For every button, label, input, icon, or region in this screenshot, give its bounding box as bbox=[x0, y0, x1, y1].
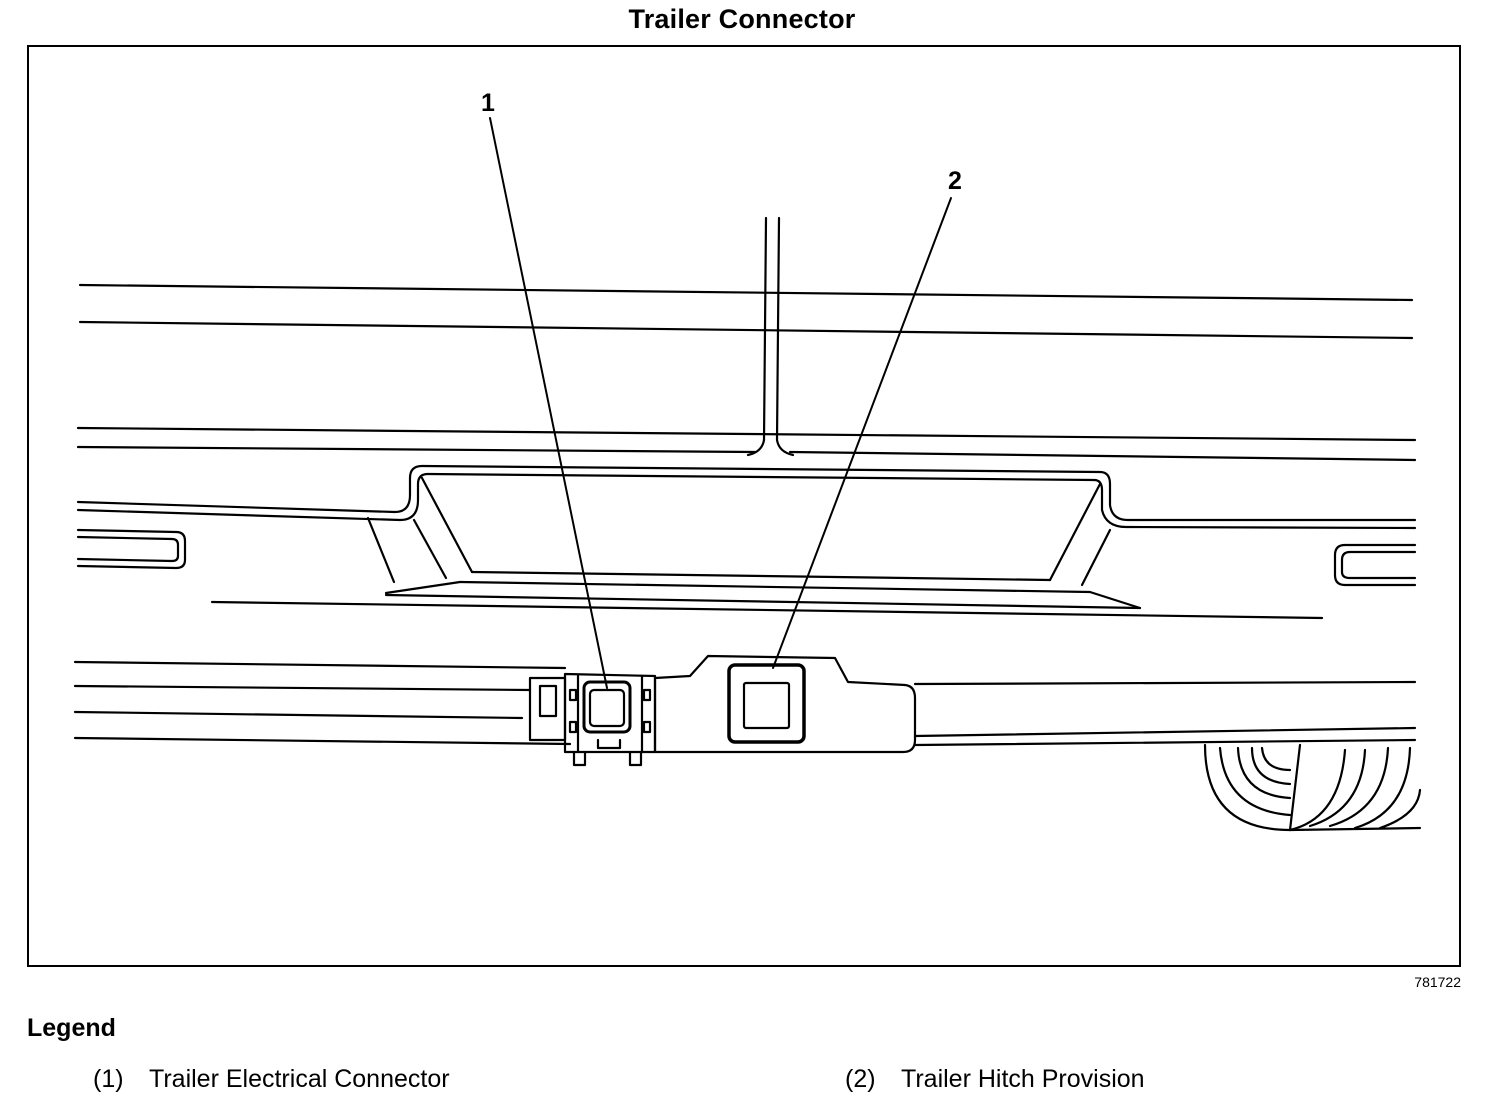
body-panel-lines bbox=[76, 283, 1417, 462]
figure-id: 781722 bbox=[1414, 974, 1461, 990]
connector-bracket bbox=[528, 672, 657, 767]
center-post bbox=[746, 216, 795, 457]
hitch-body bbox=[653, 654, 917, 754]
legend-label: Trailer Electrical Connector bbox=[149, 1065, 450, 1093]
callout-leaders bbox=[489, 117, 952, 689]
legend-label: Trailer Hitch Provision bbox=[901, 1065, 1145, 1093]
legend-title: Legend bbox=[27, 1014, 116, 1042]
legend-number: (2) bbox=[845, 1065, 876, 1093]
legend-number: (1) bbox=[93, 1065, 124, 1093]
rear-tire bbox=[1203, 743, 1422, 832]
trailer-electrical-connector bbox=[582, 680, 632, 734]
right-reflector bbox=[1333, 543, 1417, 587]
legend-item-1: (1) Trailer Electrical Connector bbox=[93, 1065, 450, 1094]
left-reflector bbox=[76, 528, 187, 570]
leader-line-2 bbox=[772, 197, 952, 669]
bumper-recess bbox=[76, 464, 1417, 620]
frame-rails bbox=[73, 660, 1417, 747]
figure-frame bbox=[27, 45, 1461, 967]
callout-2: 2 bbox=[948, 167, 962, 195]
hitch-receiver-opening bbox=[727, 663, 806, 744]
callout-1: 1 bbox=[481, 89, 495, 117]
legend-item-2: (2) Trailer Hitch Provision bbox=[845, 1065, 1145, 1094]
leader-line-1 bbox=[489, 117, 608, 689]
diagram-title: Trailer Connector bbox=[628, 4, 856, 34]
